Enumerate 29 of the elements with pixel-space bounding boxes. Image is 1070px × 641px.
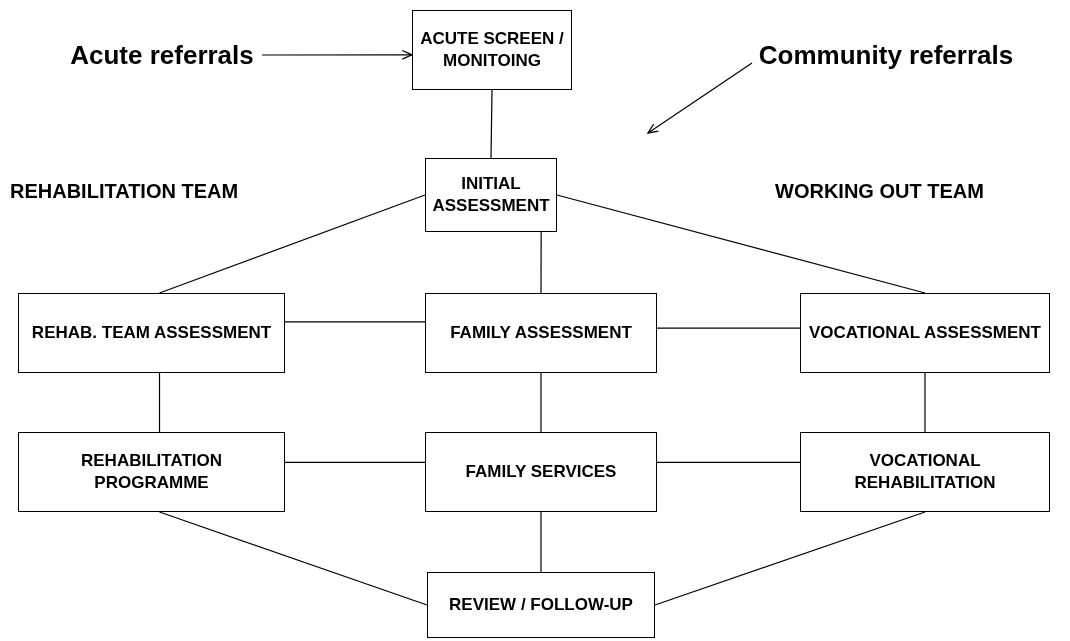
connector-line <box>540 372 542 433</box>
connector-line <box>654 511 926 606</box>
connector-line <box>284 321 426 323</box>
arrow <box>647 62 753 134</box>
connector-line <box>656 461 801 463</box>
team-label: WORKING OUT TEAM <box>775 180 984 203</box>
referral-label: Community referrals <box>752 35 1020 75</box>
referral-label: Acute referrals <box>62 35 262 75</box>
connector-line <box>656 327 801 329</box>
connector-line <box>158 372 161 433</box>
process-box: FAMILY SERVICES <box>425 432 657 512</box>
connector-line <box>540 511 542 573</box>
team-label: REHABILITATION TEAM <box>10 180 239 203</box>
process-box: ACUTE SCREEN / MONITOING <box>412 10 572 90</box>
connector-line <box>490 89 493 159</box>
process-box: REVIEW / FOLLOW-UP <box>427 572 655 638</box>
process-box: FAMILY ASSESSMENT <box>425 293 657 373</box>
connector-line <box>158 194 426 294</box>
connector-line <box>924 372 926 433</box>
process-box: VOCATIONAL ASSESSMENT <box>800 293 1050 373</box>
connector-line <box>284 461 426 463</box>
process-box: VOCATIONAL REHABILITATION <box>800 432 1050 512</box>
connector-line <box>556 194 926 294</box>
process-box: REHAB. TEAM ASSESSMENT <box>18 293 285 373</box>
arrow <box>261 49 413 60</box>
process-box: REHABILITATION PROGRAMME <box>18 432 285 512</box>
connector-line <box>158 511 428 606</box>
process-box: INITIAL ASSESSMENT <box>425 158 557 232</box>
connector-line <box>540 231 542 294</box>
